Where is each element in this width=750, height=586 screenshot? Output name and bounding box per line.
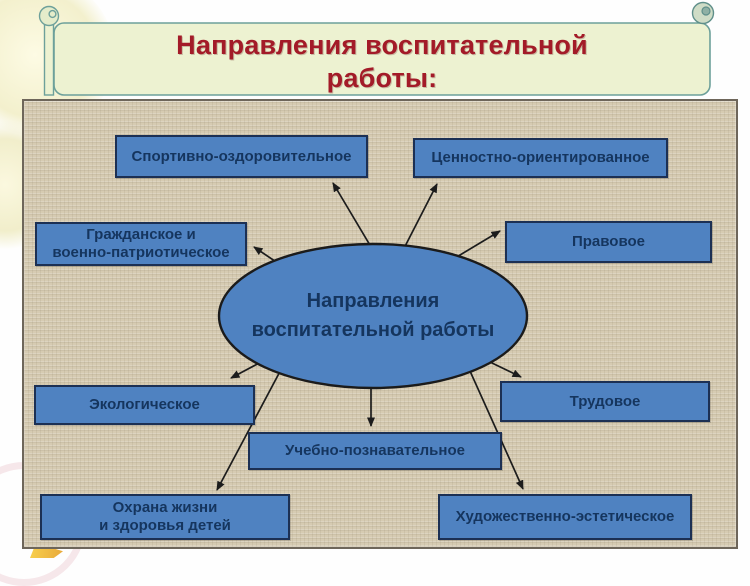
node-box-eco: Экологическое <box>34 385 255 425</box>
title-banner <box>38 1 715 96</box>
node-box-sport: Спортивно-оздоровительное <box>115 135 368 178</box>
node-box-labor: Трудовое <box>500 381 710 422</box>
scroll-pole <box>43 17 55 96</box>
scroll-curl-icon <box>691 1 715 25</box>
scroll-curl-icon <box>38 5 60 27</box>
node-box-civil: Гражданское и военно-патриотическое <box>35 222 247 266</box>
node-box-legal: Правовое <box>505 221 712 263</box>
node-box-art: Художественно-эстетическое <box>438 494 692 540</box>
node-box-study: Учебно-познавательное <box>248 432 502 470</box>
slide-title: Направления воспитательной работы: <box>176 30 588 93</box>
node-box-health: Охрана жизни и здоровья детей <box>40 494 290 540</box>
center-label: Направления воспитательной работы <box>251 290 495 341</box>
banner-body <box>53 22 711 96</box>
node-box-values: Ценностно-ориентированное <box>413 138 668 178</box>
